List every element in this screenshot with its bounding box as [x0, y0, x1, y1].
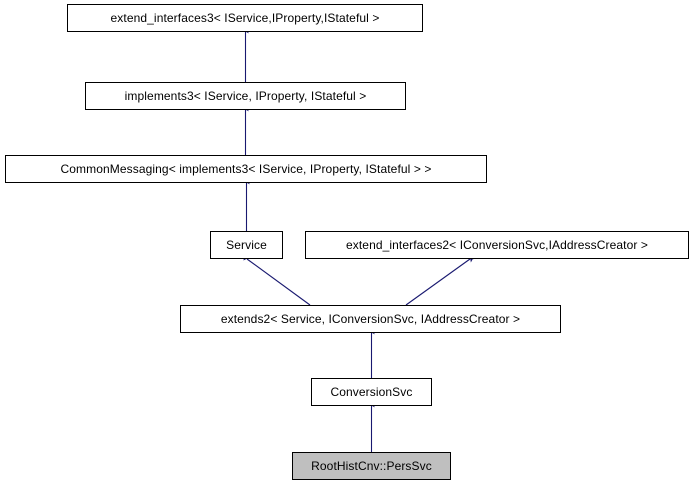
class-node-extend_interfaces2[interactable]: extend_interfaces2< IConversionSvc,IAddr… — [305, 231, 689, 259]
class-node-label: extend_interfaces3< IService,IProperty,I… — [110, 11, 380, 25]
class-node-Service[interactable]: Service — [210, 231, 283, 259]
class-node-extends2[interactable]: extends2< Service, IConversionSvc, IAddr… — [180, 305, 561, 333]
class-node-label: RootHistCnv::PersSvc — [311, 459, 432, 473]
class-node-label: extend_interfaces2< IConversionSvc,IAddr… — [345, 238, 649, 252]
class-node-label: CommonMessaging< implements3< IService, … — [60, 162, 432, 176]
class-node-label: Service — [226, 238, 267, 252]
inheritance-arrow — [243, 253, 311, 306]
class-node-implements3[interactable]: implements3< IService, IProperty, IState… — [85, 82, 406, 110]
class-node-label: extends2< Service, IConversionSvc, IAddr… — [220, 312, 521, 326]
inheritance-arrow — [405, 255, 477, 306]
class-node-CommonMessaging[interactable]: CommonMessaging< implements3< IService, … — [5, 155, 487, 183]
class-node-label: ConversionSvc — [330, 385, 413, 399]
class-node-RootHistCnv_PersSvc[interactable]: RootHistCnv::PersSvc — [292, 452, 451, 480]
class-node-label: implements3< IService, IProperty, IState… — [124, 89, 367, 103]
class-node-ConversionSvc[interactable]: ConversionSvc — [311, 378, 432, 406]
class-node-extend_interfaces3[interactable]: extend_interfaces3< IService,IProperty,I… — [67, 4, 423, 32]
